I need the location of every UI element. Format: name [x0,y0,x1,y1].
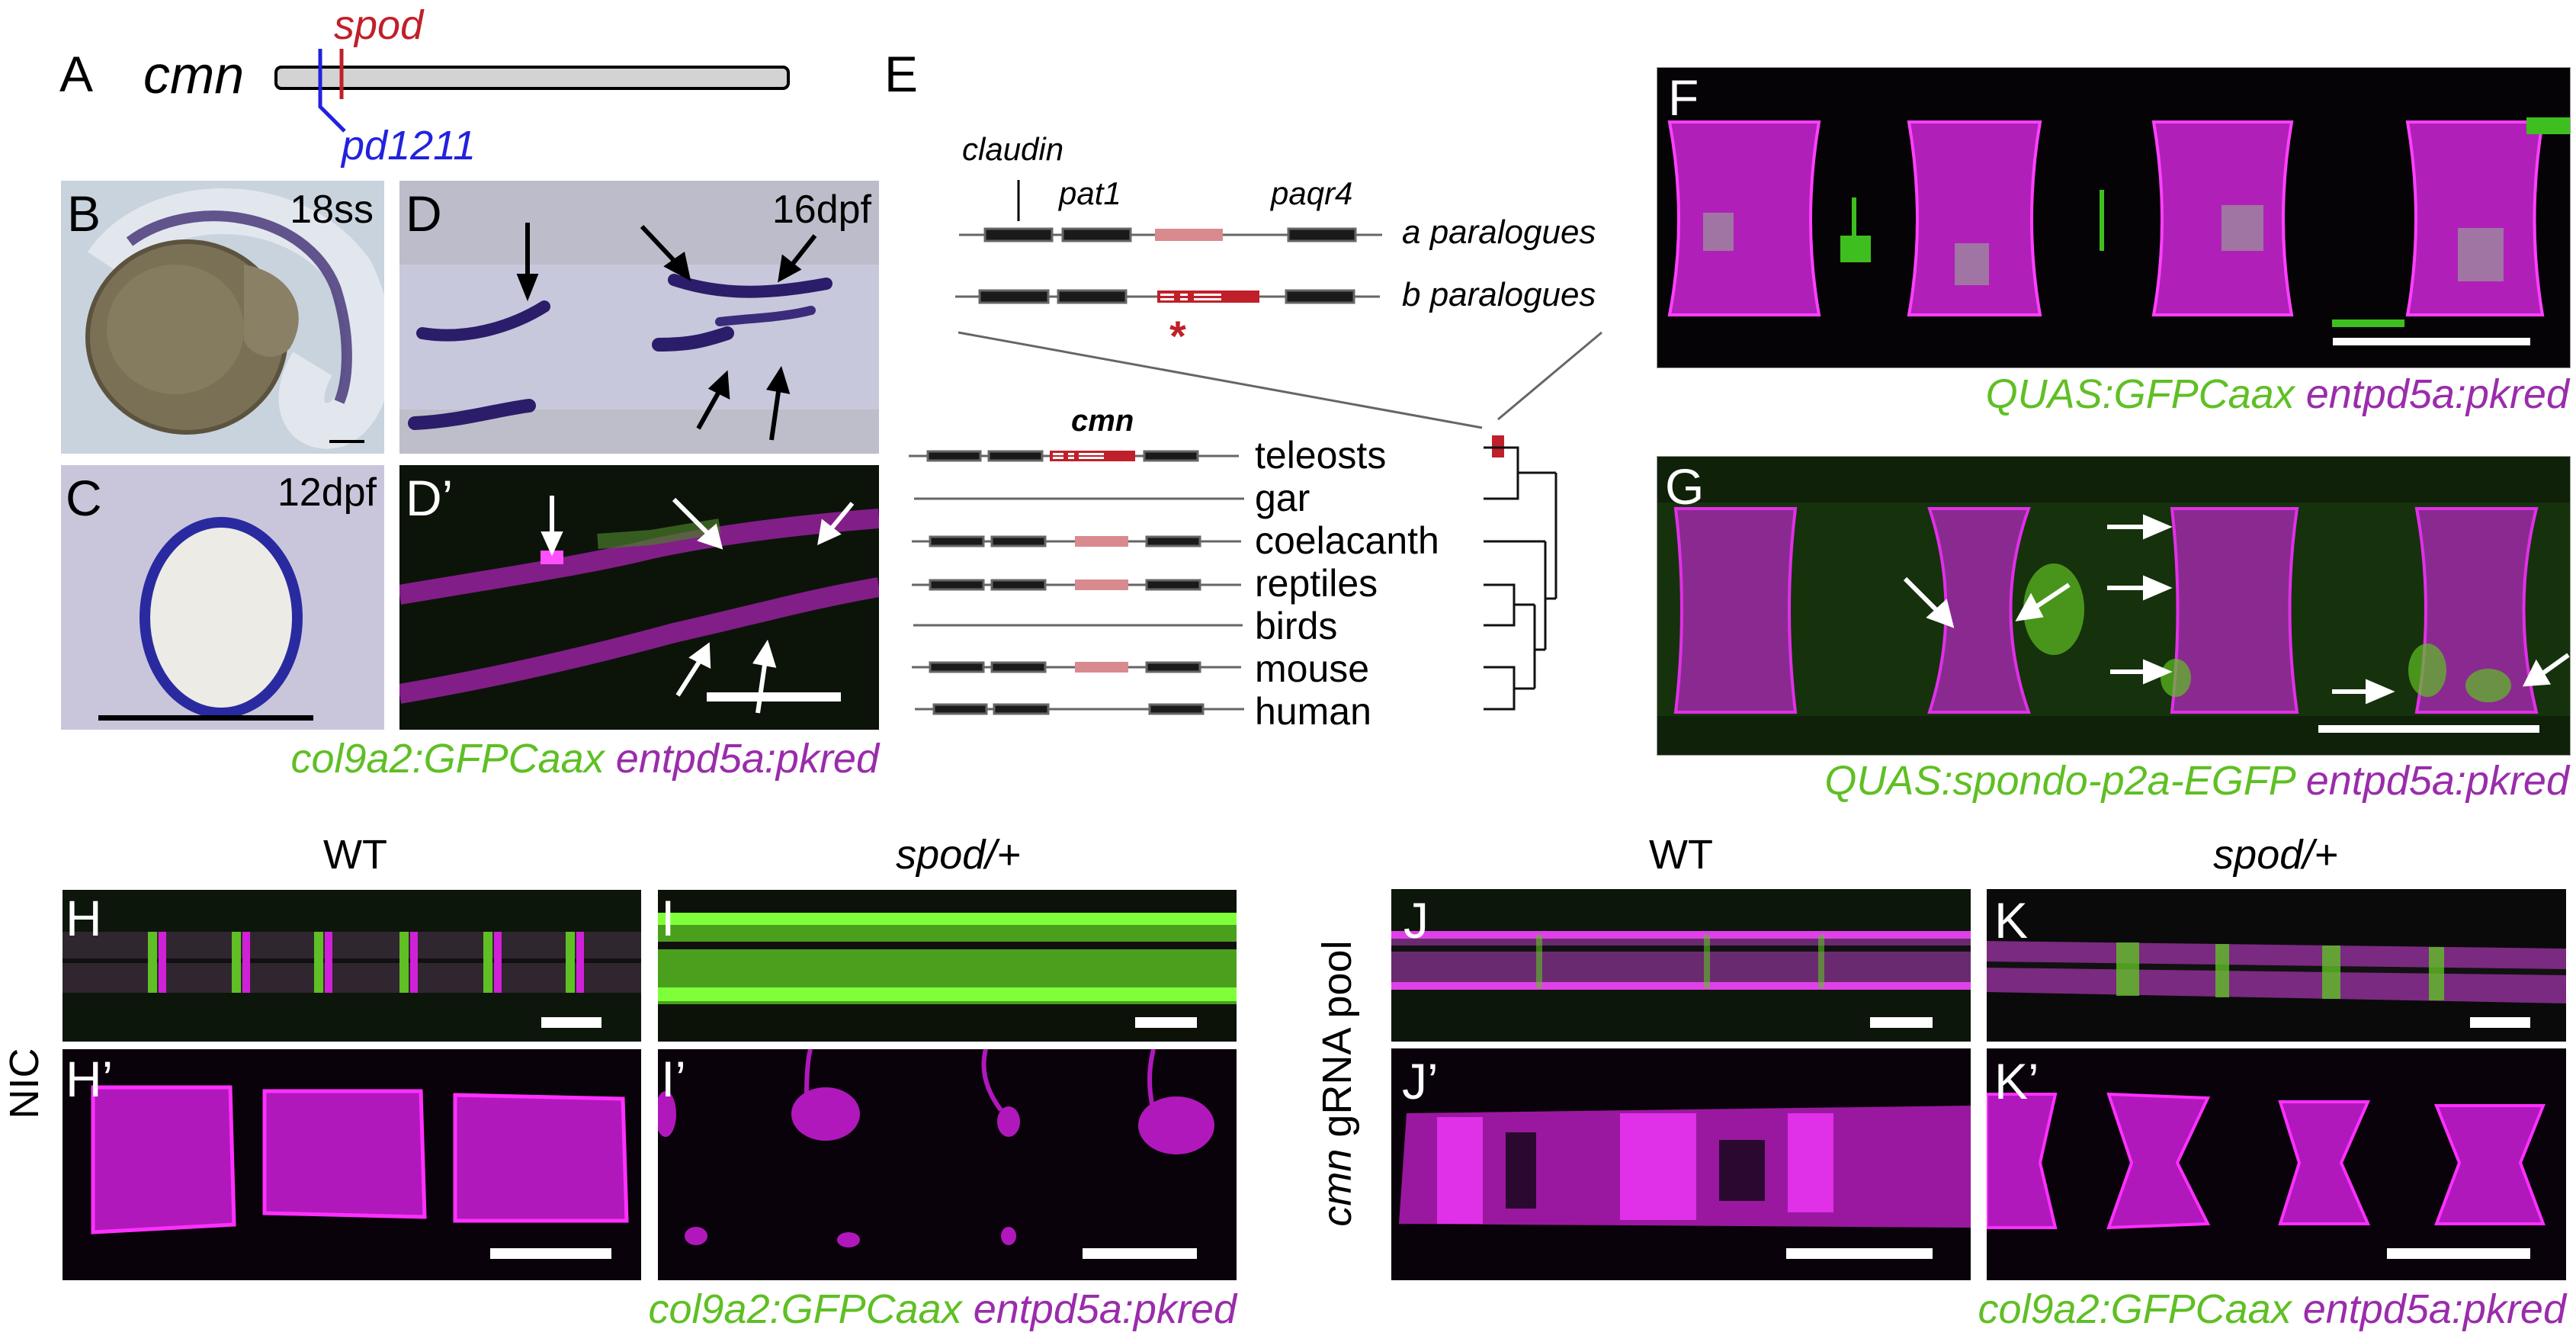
panel-d-in-situ-image: D 16dpf [399,181,879,454]
scale-bar [329,440,364,443]
panel-h-prime-image: H’ [63,1049,641,1280]
caption-purple-transgene: entpd5a:pkred [2305,758,2569,804]
row-label-b-paralogues: b paralogues [1402,276,1596,313]
column-header-wt-right: WT [1649,832,1713,878]
panel-label-f: F [1668,69,1699,126]
panel-label-i-prime: I’ [661,1051,686,1107]
caption-green-transgene: col9a2:GFPCaax [1978,1286,2292,1332]
gene-label-paqr4: paqr4 [1271,175,1353,211]
species-birds: birds [1255,605,1338,647]
panel-j-image: J [1391,889,1971,1042]
scale-bar [2387,1248,2530,1259]
panel-b-embryo-image: B 18ss [61,181,384,454]
row-label-cmn: cmn [1314,1148,1360,1227]
scale-bar [1135,1017,1197,1028]
caption-hi-transgenes: col9a2:GFPCaax entpd5a:pkred [649,1289,1237,1330]
allele-pd1211-label: pd1211 [342,123,476,169]
caption-green-transgene: QUAS:spondo-p2a-EGFP [1824,758,2295,804]
panel-label-k: K [1994,892,2029,949]
row-label-a-paralogues: a paralogues [1402,214,1596,251]
species-reptiles: reptiles [1255,562,1378,605]
caption-g-transgenes: QUAS:spondo-p2a-EGFP entpd5a:pkred [1824,760,2569,801]
panel-label-h: H [66,890,102,946]
panel-label-e: E [884,46,919,102]
panel-label-h-prime: H’ [66,1051,114,1107]
caption-purple-transgene: entpd5a:pkred [615,736,879,782]
panel-k-prime-image: K’ [1987,1048,2566,1280]
gene-label-cmn: cmn [1071,404,1134,438]
row-label-grna-pool: gRNA pool [1314,940,1360,1149]
panel-c-section-image: C 12dpf [61,465,384,730]
panel-label-i: I [661,890,675,946]
panel-label-j-prime: J’ [1402,1053,1439,1109]
panel-label-j: J [1403,892,1429,949]
scale-bar [2318,725,2539,733]
panel-d-prime-fluorescence-image: D’ [399,465,879,730]
species-mouse: mouse [1255,647,1370,690]
caption-purple-transgene: entpd5a:pkred [973,1286,1237,1332]
species-coelacanth: coelacanth [1255,519,1439,562]
scale-bar [2333,338,2530,345]
scale-bar [2470,1017,2530,1028]
scale-bar [490,1248,611,1259]
species-teleosts: teleosts [1255,434,1387,477]
scale-bar [1870,1017,1933,1028]
stage-label-b: 18ss [290,188,374,232]
panel-i-prime-image: I’ [658,1049,1237,1280]
scale-bar [1786,1248,1933,1259]
asterisk-marker: * [1169,312,1186,360]
caption-d-transgenes: col9a2:GFPCaax entpd5a:pkred [291,738,880,779]
panel-j-prime-image: J’ [1391,1048,1971,1280]
caption-jk-transgenes: col9a2:GFPCaax entpd5a:pkred [1978,1289,2567,1330]
gene-bar [274,66,790,90]
caption-green-transgene: col9a2:GFPCaax [648,1286,962,1332]
panel-label-a: A [59,46,94,102]
panel-label-g: G [1665,458,1705,515]
scale-bar [1083,1248,1197,1259]
panel-h-image: H [63,890,641,1042]
stage-label-c: 12dpf [277,470,377,515]
scale-bar [707,692,841,702]
allele-spod-label: spod [334,2,424,48]
pd1211-marker [318,49,346,133]
caption-green-transgene: col9a2:GFPCaax [290,736,605,782]
scale-bar [541,1017,601,1028]
panel-label-k-prime: K’ [1994,1053,2039,1109]
panel-label-c: C [66,470,102,526]
row-label-cmn-grna-pool: cmn gRNA pool [1314,940,1360,1227]
panel-i-image: I [658,890,1237,1042]
species-human: human [1255,690,1371,733]
caption-purple-transgene: entpd5a:pkred [2305,371,2569,417]
column-header-spod-right: spod/+ [2213,832,2338,878]
stage-label-d: 16dpf [772,188,871,232]
scale-bar [98,715,313,721]
caption-f-transgenes: QUAS:GFPCaax entpd5a:pkred [1986,374,2569,415]
panel-label-d: D [406,185,442,242]
panel-label-d-prime: D’ [406,470,454,526]
panel-k-image: K [1987,889,2566,1042]
panel-g-fluorescence-image: G [1657,456,2571,756]
gene-label-claudin: claudin [962,131,1064,167]
gene-name-cmn: cmn [143,45,245,104]
caption-purple-transgene: entpd5a:pkred [2302,1286,2566,1332]
caption-green-transgene: QUAS:GFPCaax [1985,371,2295,417]
species-list: teleosts gar coelacanth reptiles birds m… [1255,434,1439,733]
row-label-nic: NIC [2,1048,47,1119]
gene-schematic [274,49,790,133]
species-gar: gar [1255,477,1310,519]
column-header-wt-left: WT [323,832,387,878]
panel-f-fluorescence-image: F [1657,67,2571,368]
column-header-spod-left: spod/+ [896,832,1021,878]
panel-label-b: B [67,185,101,242]
gene-label-pat1: pat1 [1059,175,1121,211]
